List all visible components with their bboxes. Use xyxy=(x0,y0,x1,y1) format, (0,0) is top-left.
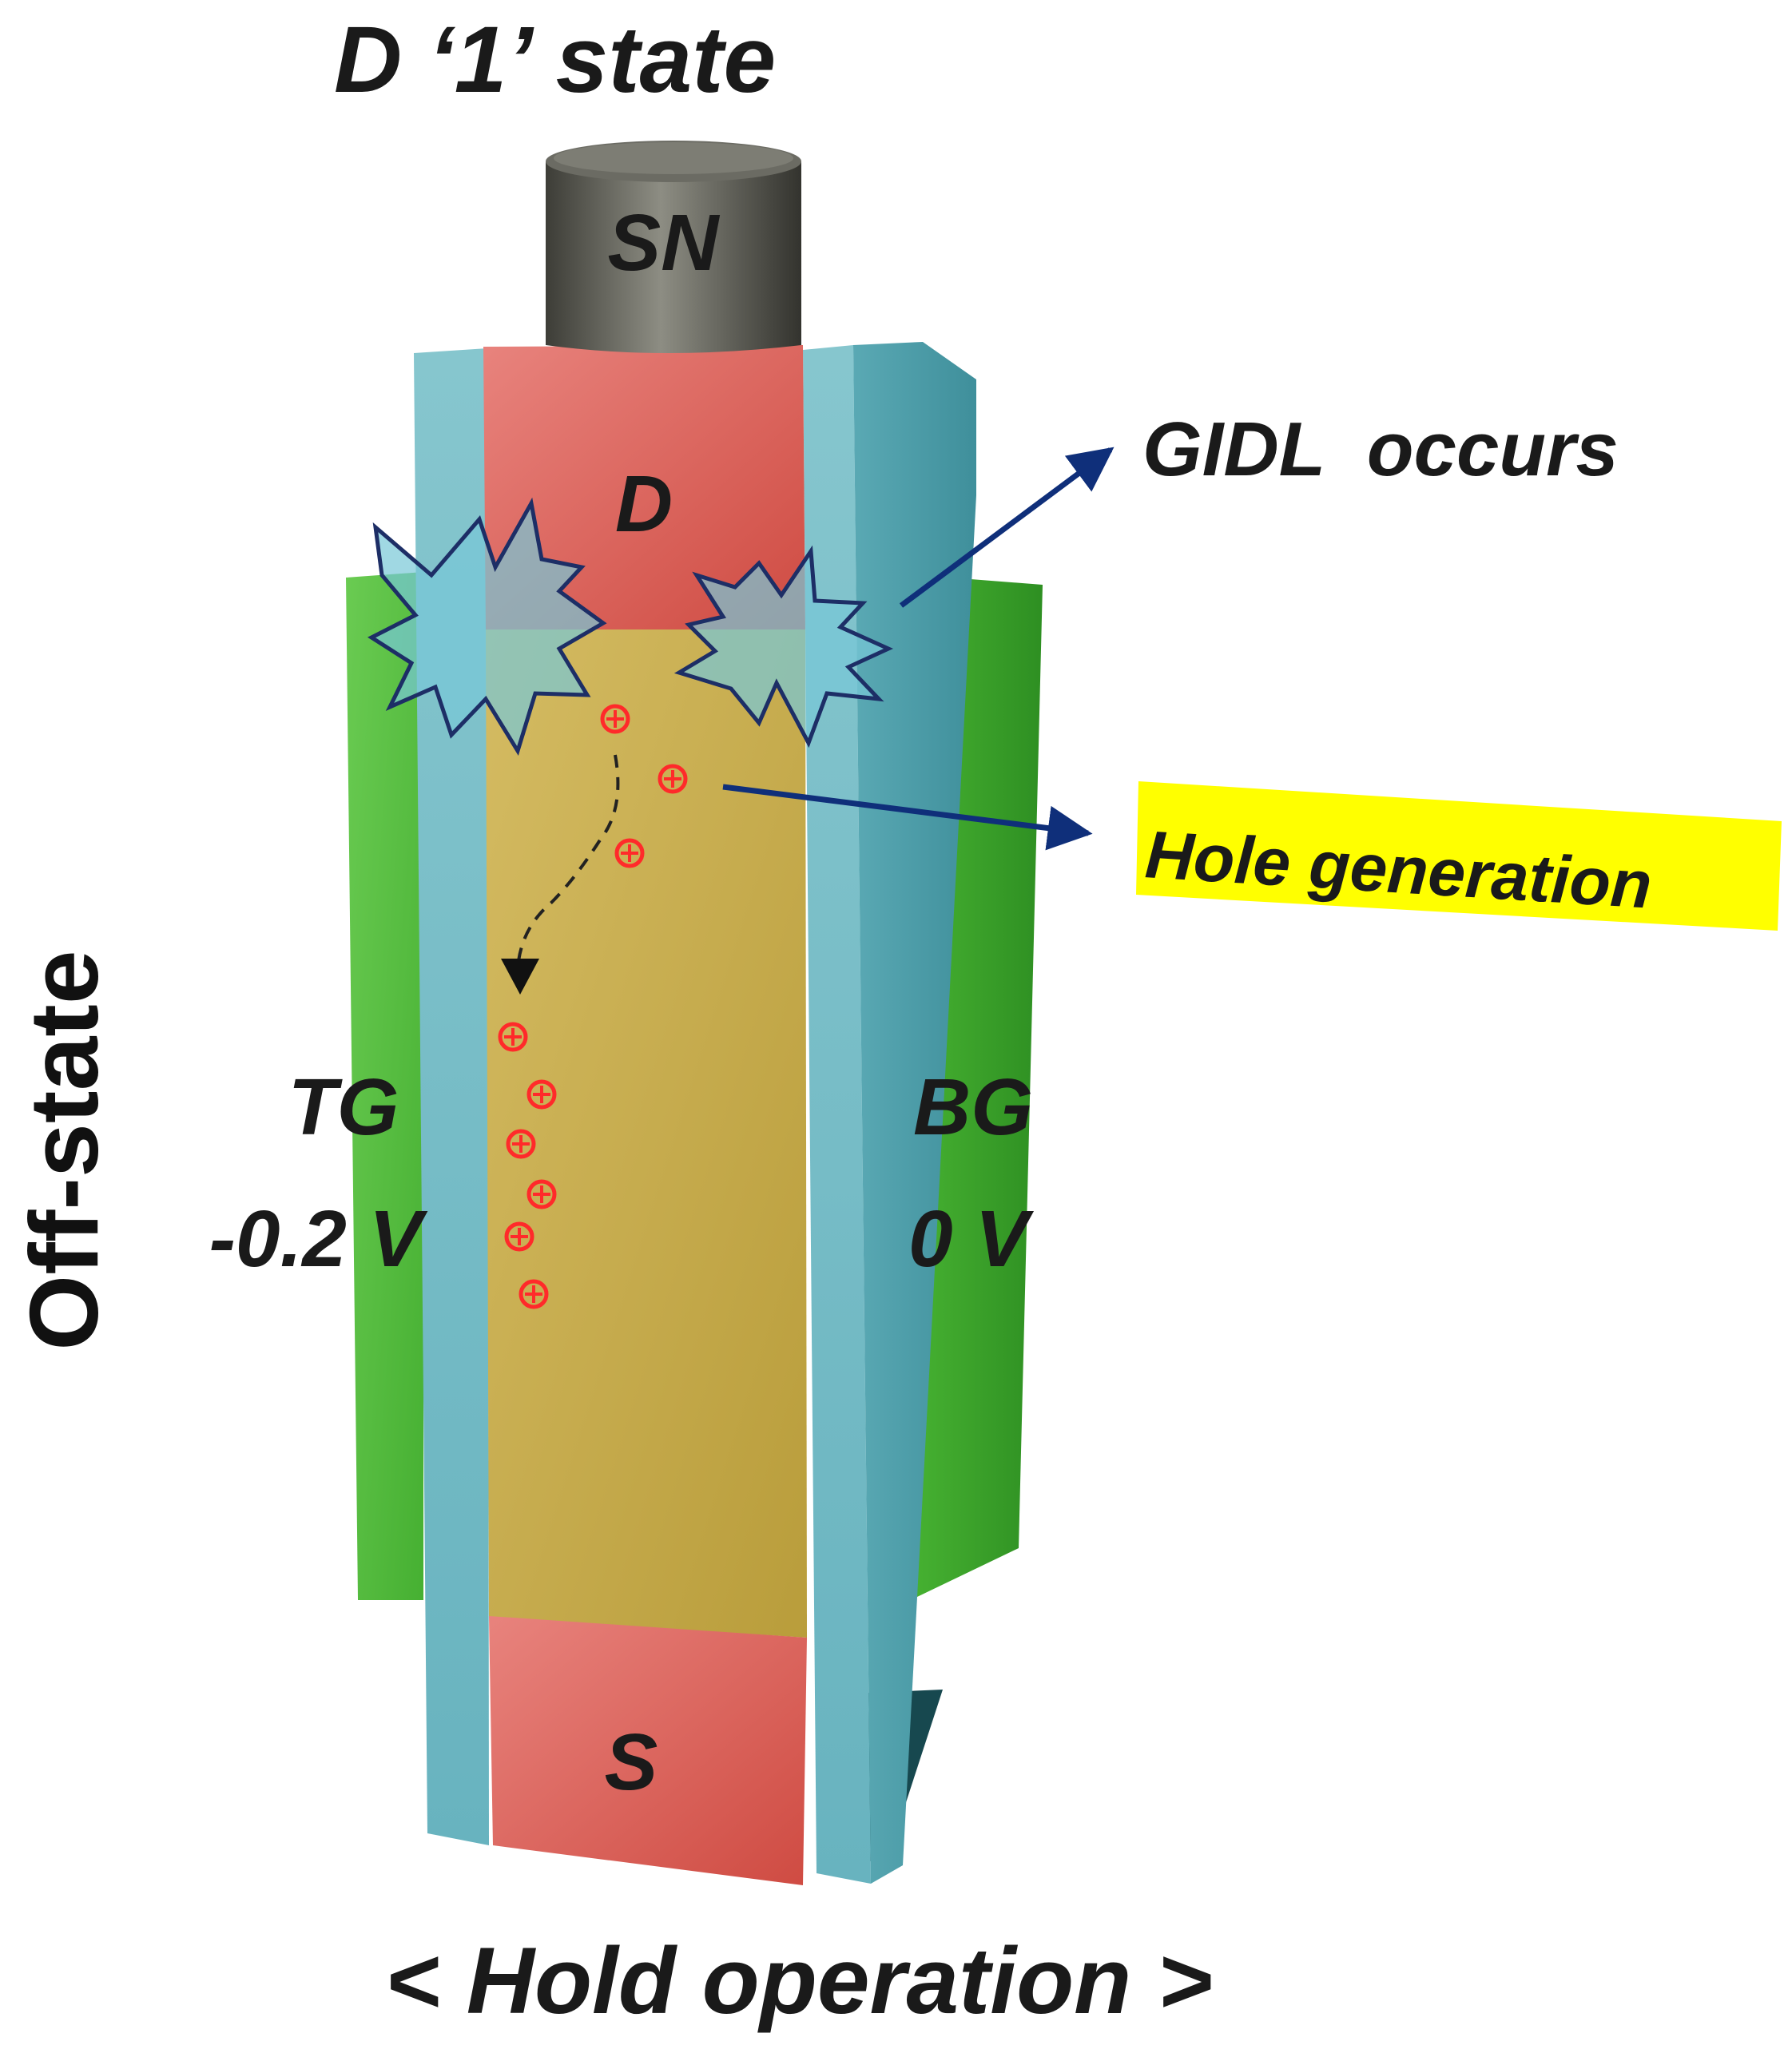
channel-region xyxy=(486,629,807,1638)
hole-icon xyxy=(506,1129,536,1159)
bottom-gate-voltage: 0 V xyxy=(908,1194,1034,1284)
source-region xyxy=(489,1616,807,1885)
top-gate-name: TG xyxy=(288,1062,399,1152)
left-oxide xyxy=(414,348,489,1845)
source-label: S xyxy=(605,1718,658,1807)
title: D ‘1’ state xyxy=(334,7,776,113)
storage-node xyxy=(546,141,801,353)
hole-icon xyxy=(526,1179,557,1209)
top-gate-voltage: -0.2 V xyxy=(209,1194,428,1284)
top-gate xyxy=(346,572,423,1600)
gidl-burst-right-icon xyxy=(673,545,894,749)
gidl-burst-left-icon xyxy=(367,497,607,757)
hole-generation-arrow xyxy=(722,784,1093,851)
hole-icon xyxy=(614,838,645,868)
holes xyxy=(498,704,688,1309)
hole-generation-highlight xyxy=(1136,781,1782,931)
hole-drift-arrowhead-icon xyxy=(501,959,539,995)
hole-icon xyxy=(519,1279,549,1309)
hole-icon xyxy=(658,764,688,794)
hole-icon xyxy=(526,1079,557,1110)
gidl-arrow xyxy=(899,447,1115,608)
hole-icon xyxy=(600,704,630,734)
hole-icon xyxy=(504,1221,534,1252)
hole-icon xyxy=(498,1022,528,1052)
storage-node-label: SN xyxy=(608,198,721,288)
side-label: Off-state xyxy=(10,950,118,1351)
hole-drift-arrow xyxy=(516,754,620,969)
gidl-label: GIDL occurs xyxy=(1142,407,1619,492)
bottom-gate-name: BG xyxy=(913,1062,1033,1152)
drain-label: D xyxy=(615,459,673,549)
caption: < Hold operation > xyxy=(385,1928,1213,2034)
right-oxide xyxy=(803,342,976,1884)
drain-region xyxy=(483,345,805,631)
